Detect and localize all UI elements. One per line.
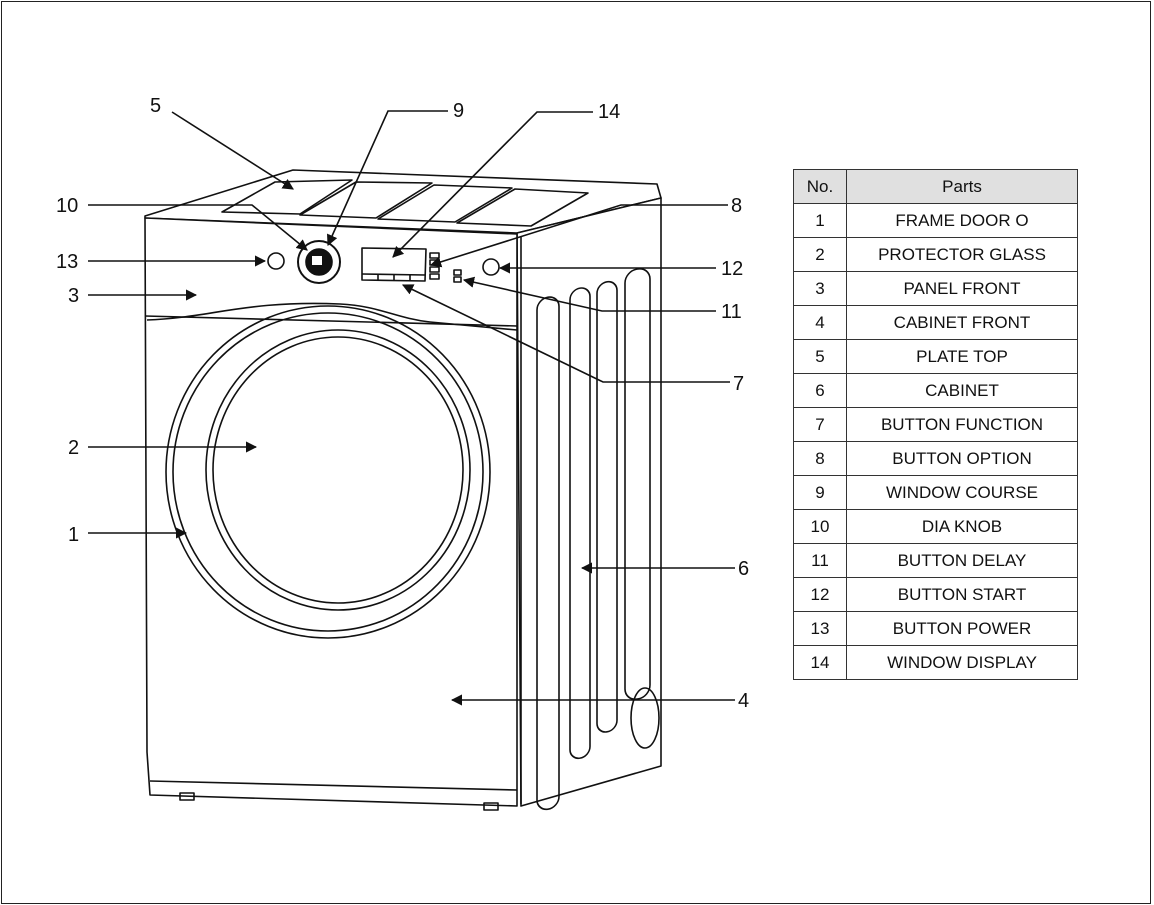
row-part: BUTTON DELAY: [846, 543, 1078, 578]
row-part: PLATE TOP: [846, 339, 1078, 374]
row-part: BUTTON OPTION: [846, 441, 1078, 476]
row-no: 2: [793, 237, 847, 272]
row-part: BUTTON START: [846, 577, 1078, 612]
side-cabinet: [516, 197, 662, 807]
row-no: 4: [793, 305, 847, 340]
leader-5: [171, 111, 294, 190]
row-no: 12: [793, 577, 847, 612]
row-no: 6: [793, 373, 847, 408]
row-part: WINDOW COURSE: [846, 475, 1078, 510]
callout-label-13: 13: [56, 251, 78, 273]
top-rib: [456, 188, 589, 227]
door-frame: [165, 305, 491, 639]
row-no: 13: [793, 611, 847, 646]
row-part: BUTTON POWER: [846, 611, 1078, 646]
side-rib: [569, 287, 591, 760]
top-rib: [221, 179, 353, 215]
row-part: PANEL FRONT: [846, 271, 1078, 306]
callout-label-3: 3: [68, 285, 79, 307]
front-cabinet: [144, 217, 518, 807]
row-no: 8: [793, 441, 847, 476]
header-parts: Parts: [846, 169, 1078, 204]
row-part: CABINET: [846, 373, 1078, 408]
row-no: 1: [793, 203, 847, 238]
row-no: 11: [793, 543, 847, 578]
row-no: 7: [793, 407, 847, 442]
table-header-row: No. Parts: [793, 169, 1078, 204]
leader-9: [327, 110, 448, 247]
callout-label-2: 2: [68, 437, 79, 459]
top-rib: [299, 181, 433, 219]
callout-label-9: 9: [453, 100, 464, 122]
side-rib: [536, 296, 560, 811]
row-no: 14: [793, 645, 847, 680]
display-window: [361, 247, 427, 282]
row-part: CABINET FRONT: [846, 305, 1078, 340]
callout-label-10: 10: [56, 195, 78, 217]
leader-14: [392, 111, 593, 258]
callout-label-11: 11: [721, 301, 742, 323]
row-no: 5: [793, 339, 847, 374]
row-no: 10: [793, 509, 847, 544]
door-glass: [205, 329, 471, 611]
callout-label-12: 12: [721, 258, 743, 280]
side-rib: [596, 280, 618, 733]
foot: [179, 792, 195, 801]
leader-lines: [88, 110, 735, 706]
row-part: BUTTON FUNCTION: [846, 407, 1078, 442]
foot: [483, 802, 499, 811]
callout-labels: 1 2 3 4 5 6 7 8 9 10 11 12 13 14: [56, 95, 749, 712]
leader-7: [401, 284, 730, 383]
appliance-drawing: [144, 169, 662, 811]
leader-10: [88, 204, 308, 251]
row-part: FRAME DOOR O: [846, 203, 1078, 238]
side-rib: [624, 267, 651, 701]
callout-label-6: 6: [738, 558, 749, 580]
callout-label-7: 7: [733, 373, 744, 395]
power-button: [267, 252, 285, 270]
callout-label-14: 14: [598, 101, 620, 123]
leader-8: [429, 204, 728, 268]
row-part: PROTECTOR GLASS: [846, 237, 1078, 272]
callout-label-1: 1: [68, 524, 79, 546]
row-no: 9: [793, 475, 847, 510]
row-part: DIA KNOB: [846, 509, 1078, 544]
callout-label-4: 4: [738, 690, 749, 712]
row-no: 3: [793, 271, 847, 306]
header-no: No.: [793, 169, 847, 204]
leader-11: [462, 276, 716, 312]
callout-label-8: 8: [731, 195, 742, 217]
side-vent: [630, 687, 660, 749]
callout-label-5: 5: [150, 95, 161, 117]
row-part: WINDOW DISPLAY: [846, 645, 1078, 680]
